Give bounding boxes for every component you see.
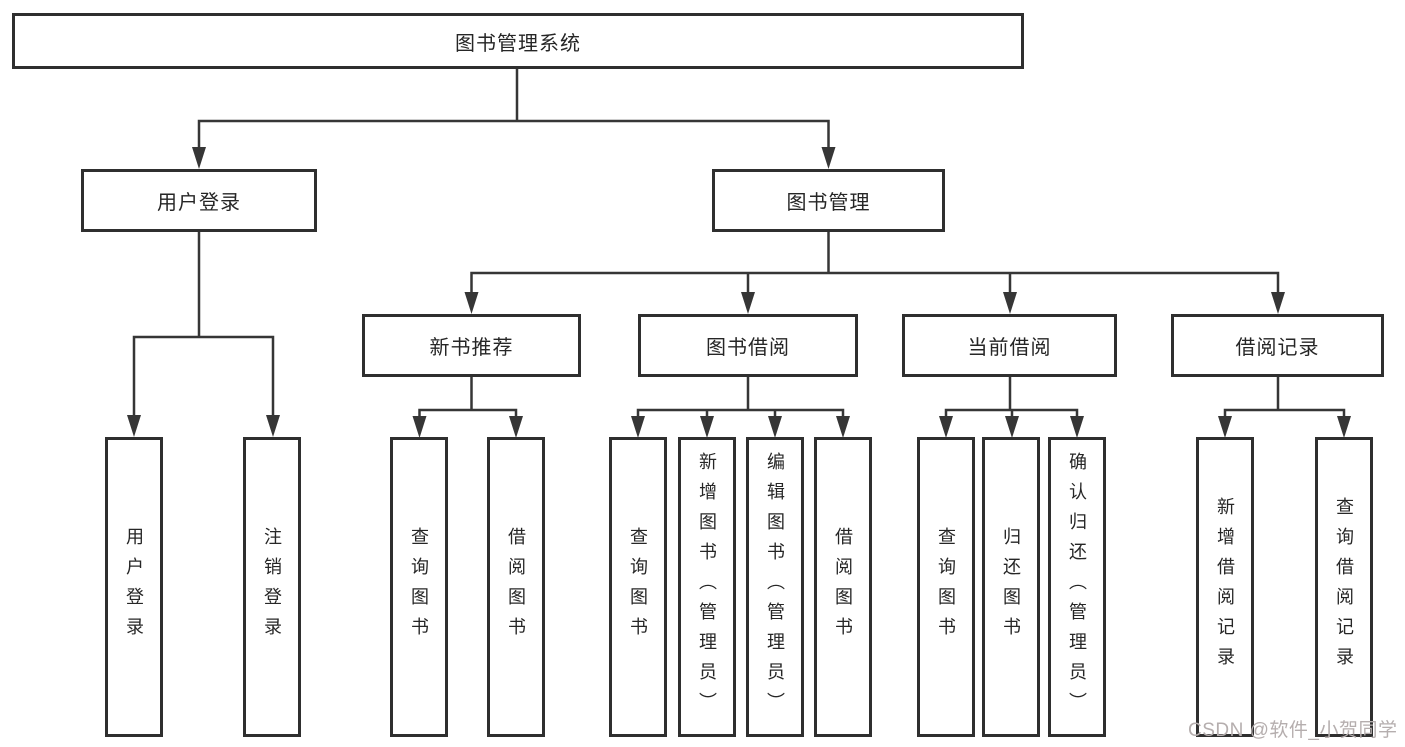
node-user-login-branch: 用户登录 — [81, 169, 317, 232]
leaf-query-books-current: 查询图书 — [917, 437, 975, 737]
leaf-add-borrow-record: 新增借阅记录 — [1196, 437, 1254, 737]
node-book-management: 图书管理 — [712, 169, 945, 232]
csdn-watermark: CSDN @软件_小贺同学 — [1188, 720, 1398, 741]
leaf-query-books-borrowing: 查询图书 — [609, 437, 667, 737]
leaf-add-books-admin: 新增图书（管理员） — [678, 437, 736, 737]
node-borrowing-records: 借阅记录 — [1171, 314, 1384, 377]
leaf-query-books-recommend: 查询图书 — [390, 437, 448, 737]
leaf-return-books: 归还图书 — [982, 437, 1040, 737]
leaf-borrow-books-recommend: 借阅图书 — [487, 437, 545, 737]
node-library-management-system: 图书管理系统 — [12, 13, 1024, 69]
leaf-edit-books-admin: 编辑图书（管理员） — [746, 437, 804, 737]
leaf-query-borrow-record: 查询借阅记录 — [1315, 437, 1373, 737]
node-new-book-recommend: 新书推荐 — [362, 314, 581, 377]
node-current-borrowing: 当前借阅 — [902, 314, 1117, 377]
leaf-logout-login: 注销登录 — [243, 437, 301, 737]
leaf-confirm-return-admin: 确认归还（管理员） — [1048, 437, 1106, 737]
leaf-user-login: 用户登录 — [105, 437, 163, 737]
node-book-borrowing: 图书借阅 — [638, 314, 858, 377]
leaf-borrow-books-borrowing: 借阅图书 — [814, 437, 872, 737]
connector-lines — [132, 69, 1346, 421]
